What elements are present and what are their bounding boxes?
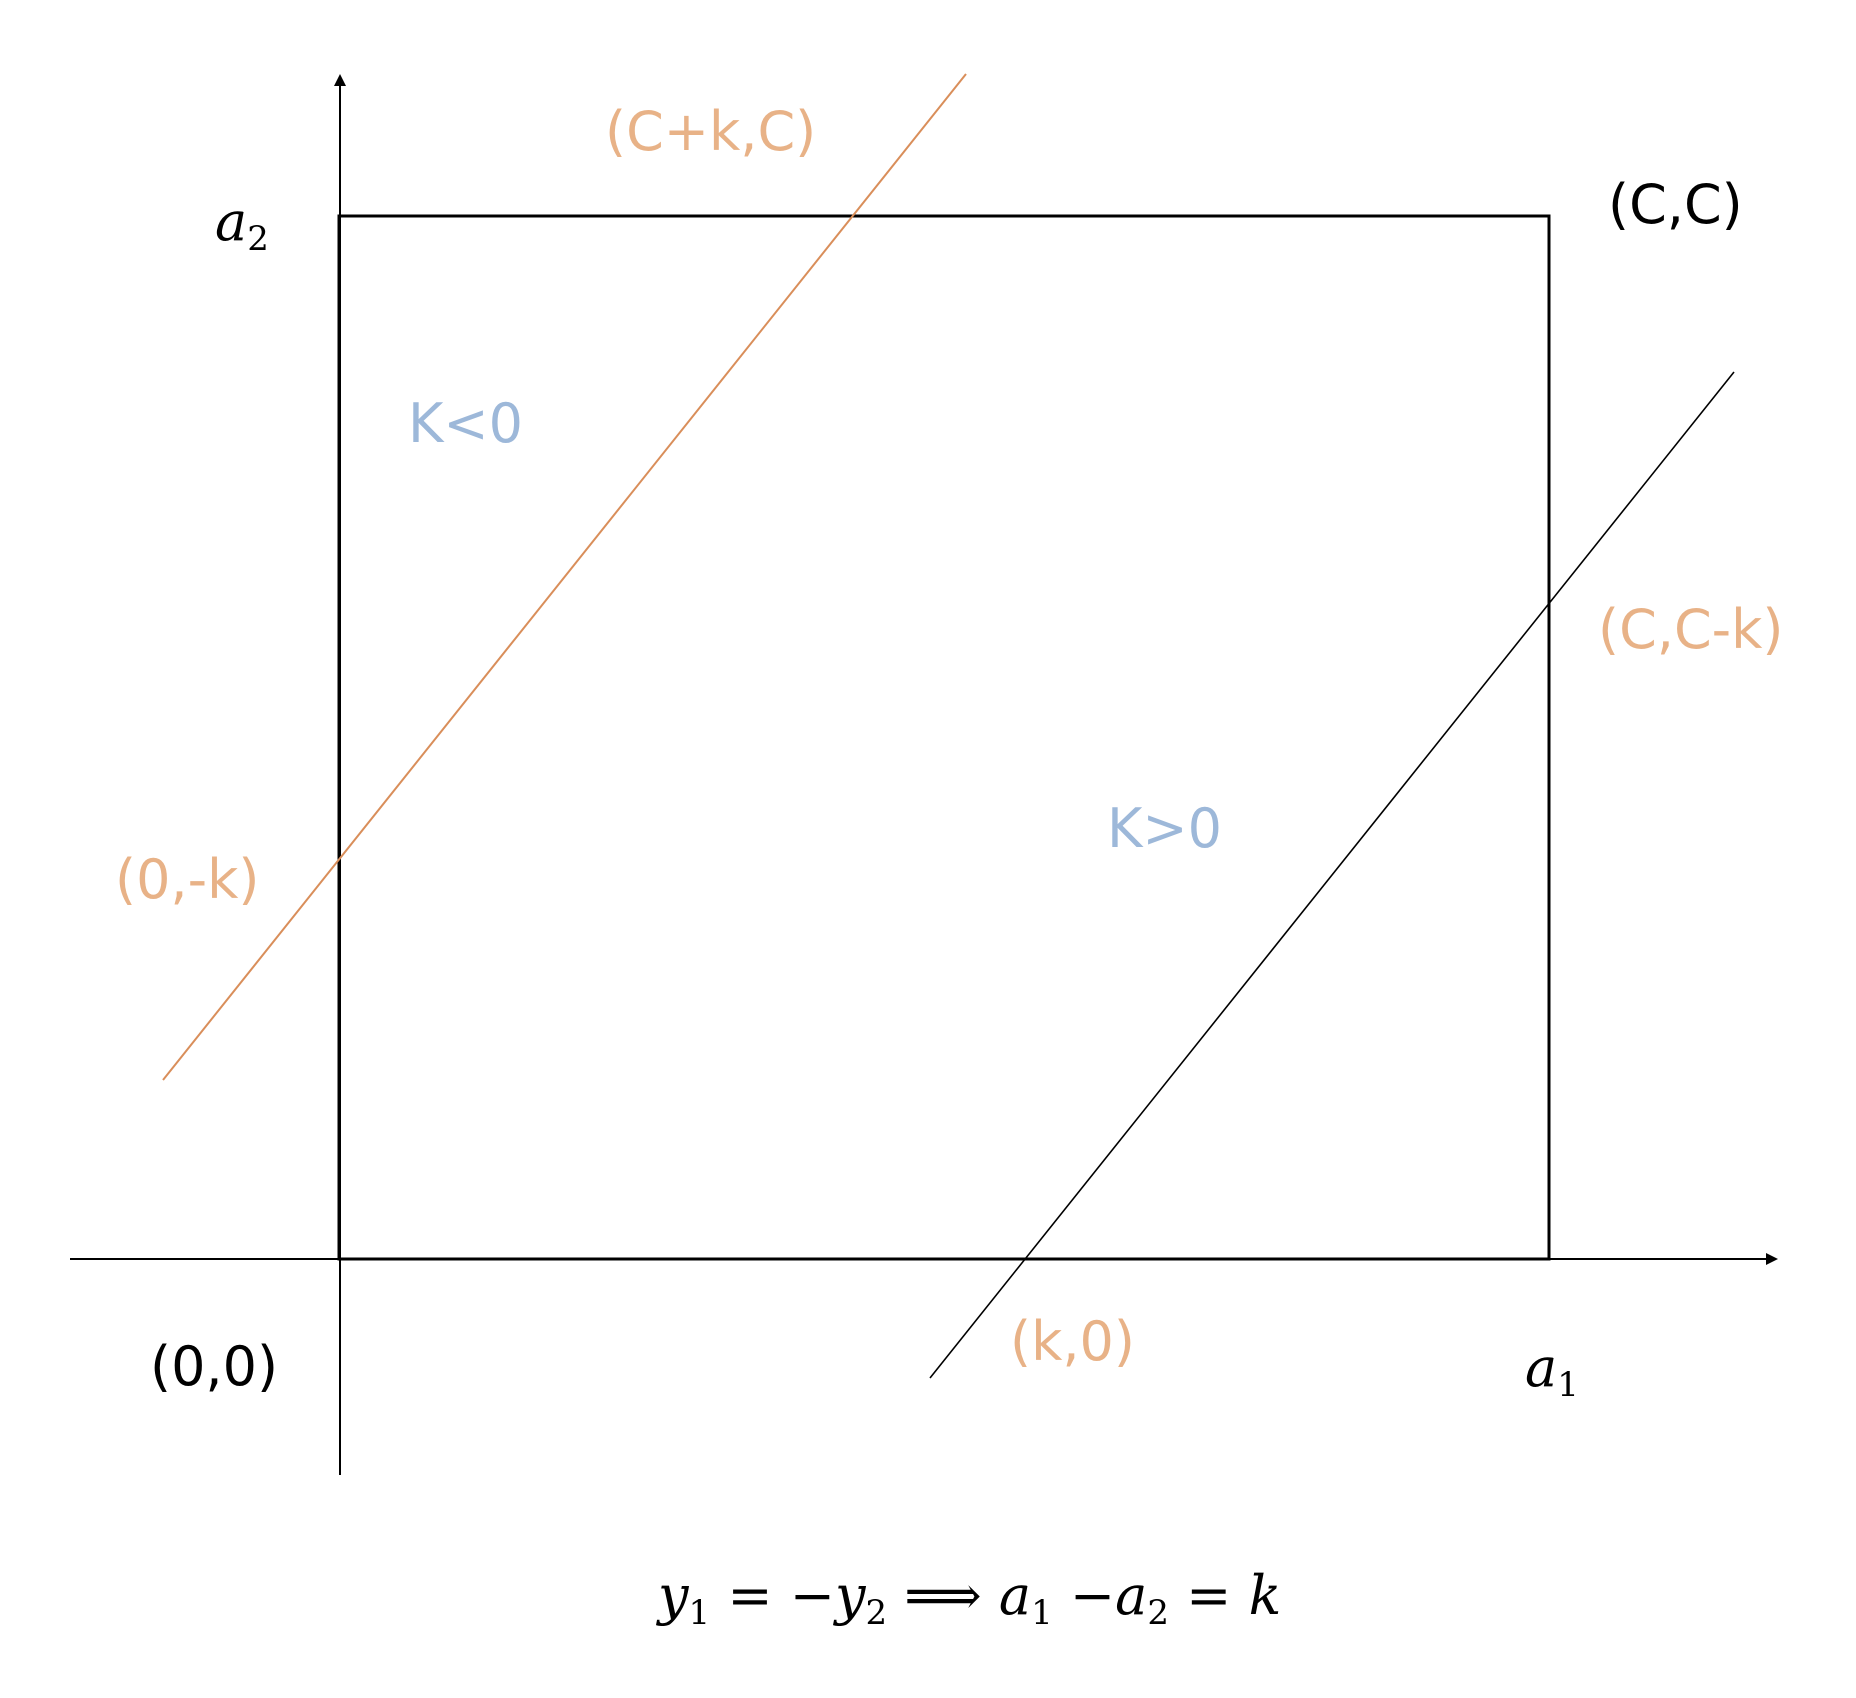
y-axis-label: a2 — [215, 190, 269, 259]
region-label-k-negative: K<0 — [408, 392, 523, 455]
label-c-c-minus-k: (C,C-k) — [1598, 598, 1783, 661]
equation: y1 = −y2 ⟹ a1 −a2 = k — [656, 1564, 1281, 1633]
label-corner-cc: (C,C) — [1608, 173, 1743, 236]
box-region — [337, 214, 1551, 1261]
label-c-plus-k: (C+k,C) — [605, 100, 816, 163]
x-axis-label: a1 — [1525, 1336, 1579, 1405]
label-origin: (0,0) — [150, 1335, 278, 1398]
label-k-zero: (k,0) — [1010, 1310, 1135, 1373]
region-label-k-positive: K>0 — [1107, 797, 1222, 860]
line-k-positive — [929, 371, 1735, 1379]
line-k-negative — [162, 73, 967, 1081]
label-zero-minus-k: (0,-k) — [115, 848, 259, 911]
